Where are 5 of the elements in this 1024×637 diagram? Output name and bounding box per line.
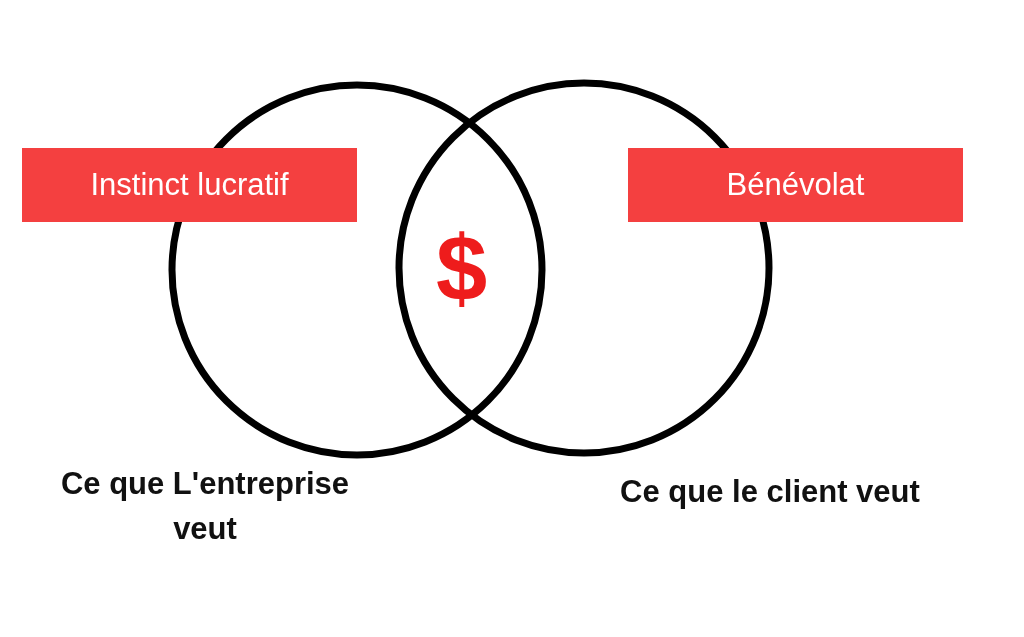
- circle-caption: Ce que le client veut: [619, 473, 921, 511]
- label-box: Instinct lucratif: [22, 148, 357, 222]
- label-box: Bénévolat: [628, 148, 963, 222]
- circle-caption: Ce que L'entreprise veut: [59, 465, 351, 548]
- dollar-sign: $: [436, 216, 488, 321]
